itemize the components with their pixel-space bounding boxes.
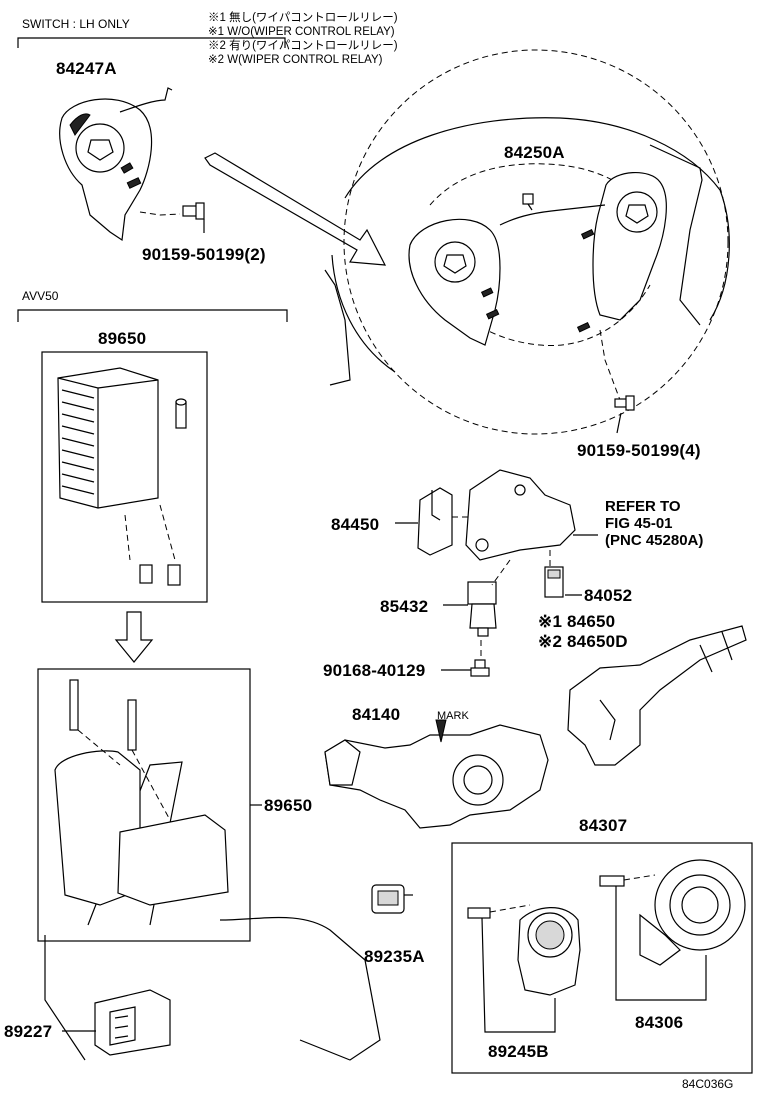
switch-note-label: SWITCH : LH ONLY bbox=[22, 17, 130, 31]
part-label-90168: 90168-40129 bbox=[323, 661, 426, 680]
part-label-89650-side: 89650 bbox=[264, 796, 313, 815]
module-89650-box bbox=[41, 351, 208, 603]
combination-switch-84140-drawing bbox=[324, 719, 549, 829]
part-label-84306: 84306 bbox=[635, 1013, 684, 1032]
refer-line-3: (PNC 45280A) bbox=[605, 532, 704, 549]
avv50-label: AVV50 bbox=[22, 289, 59, 303]
part-label-84247A: 84247A bbox=[56, 59, 117, 78]
switch-group-bracket bbox=[17, 37, 286, 48]
column-switch-body-drawing bbox=[452, 469, 576, 570]
avv50-group-bracket bbox=[17, 309, 288, 322]
note-line-2: ※1 W/O(WIPER CONTROL RELAY) bbox=[208, 26, 395, 38]
steering-switch-84247A-drawing bbox=[59, 87, 205, 242]
part-84052-drawing bbox=[544, 566, 564, 598]
part-label-89227: 89227 bbox=[4, 1022, 53, 1041]
part-label-89245B: 89245B bbox=[488, 1042, 549, 1061]
spiral-cable-box bbox=[451, 842, 753, 1074]
screw-90168-drawing bbox=[470, 640, 490, 677]
part-label-90159-2: 90159-50199(2) bbox=[142, 245, 266, 264]
part-label-84052: 84052 bbox=[584, 586, 633, 605]
part-label-89235A: 89235A bbox=[364, 947, 425, 966]
sensor-89235A-drawing bbox=[371, 884, 405, 914]
figure-code: 84C036G bbox=[682, 1077, 734, 1091]
part-label-84140: 84140 bbox=[352, 705, 401, 724]
refer-line-1: REFER TO bbox=[605, 498, 681, 515]
bracket-89227-drawing bbox=[94, 989, 171, 1056]
sensor-89245B-drawing bbox=[467, 904, 581, 1033]
refer-line-2: FIG 45-01 bbox=[605, 515, 673, 532]
steering-wheel-drawing bbox=[324, 49, 730, 435]
spiral-cable-84306-drawing bbox=[599, 859, 746, 1001]
down-arrow bbox=[114, 611, 154, 663]
part-label-84650D: ※2 84650D bbox=[538, 632, 628, 651]
note-line-3: ※2 有り(ワイパコントロールリレー) bbox=[208, 40, 398, 52]
part-label-89650-top: 89650 bbox=[98, 329, 147, 348]
module-89650-installed-box bbox=[37, 668, 381, 1061]
pointer-arrow bbox=[204, 152, 387, 266]
part-label-84650: ※1 84650 bbox=[538, 612, 616, 631]
part-84450-drawing bbox=[417, 487, 453, 556]
part-label-84307: 84307 bbox=[579, 816, 628, 835]
note-line-4: ※2 W(WIPER CONTROL RELAY) bbox=[208, 54, 383, 66]
part-85432-drawing bbox=[467, 559, 511, 637]
stalk-84650-drawing bbox=[567, 625, 747, 766]
part-label-84450: 84450 bbox=[331, 515, 380, 534]
part-label-84250A: 84250A bbox=[504, 143, 565, 162]
note-line-1: ※1 無し(ワイパコントロールリレー) bbox=[208, 12, 398, 24]
part-label-85432: 85432 bbox=[380, 597, 429, 616]
mark-label: MARK bbox=[437, 710, 469, 722]
leader-lines bbox=[62, 219, 622, 1032]
part-label-90159-4: 90159-50199(4) bbox=[577, 441, 701, 460]
